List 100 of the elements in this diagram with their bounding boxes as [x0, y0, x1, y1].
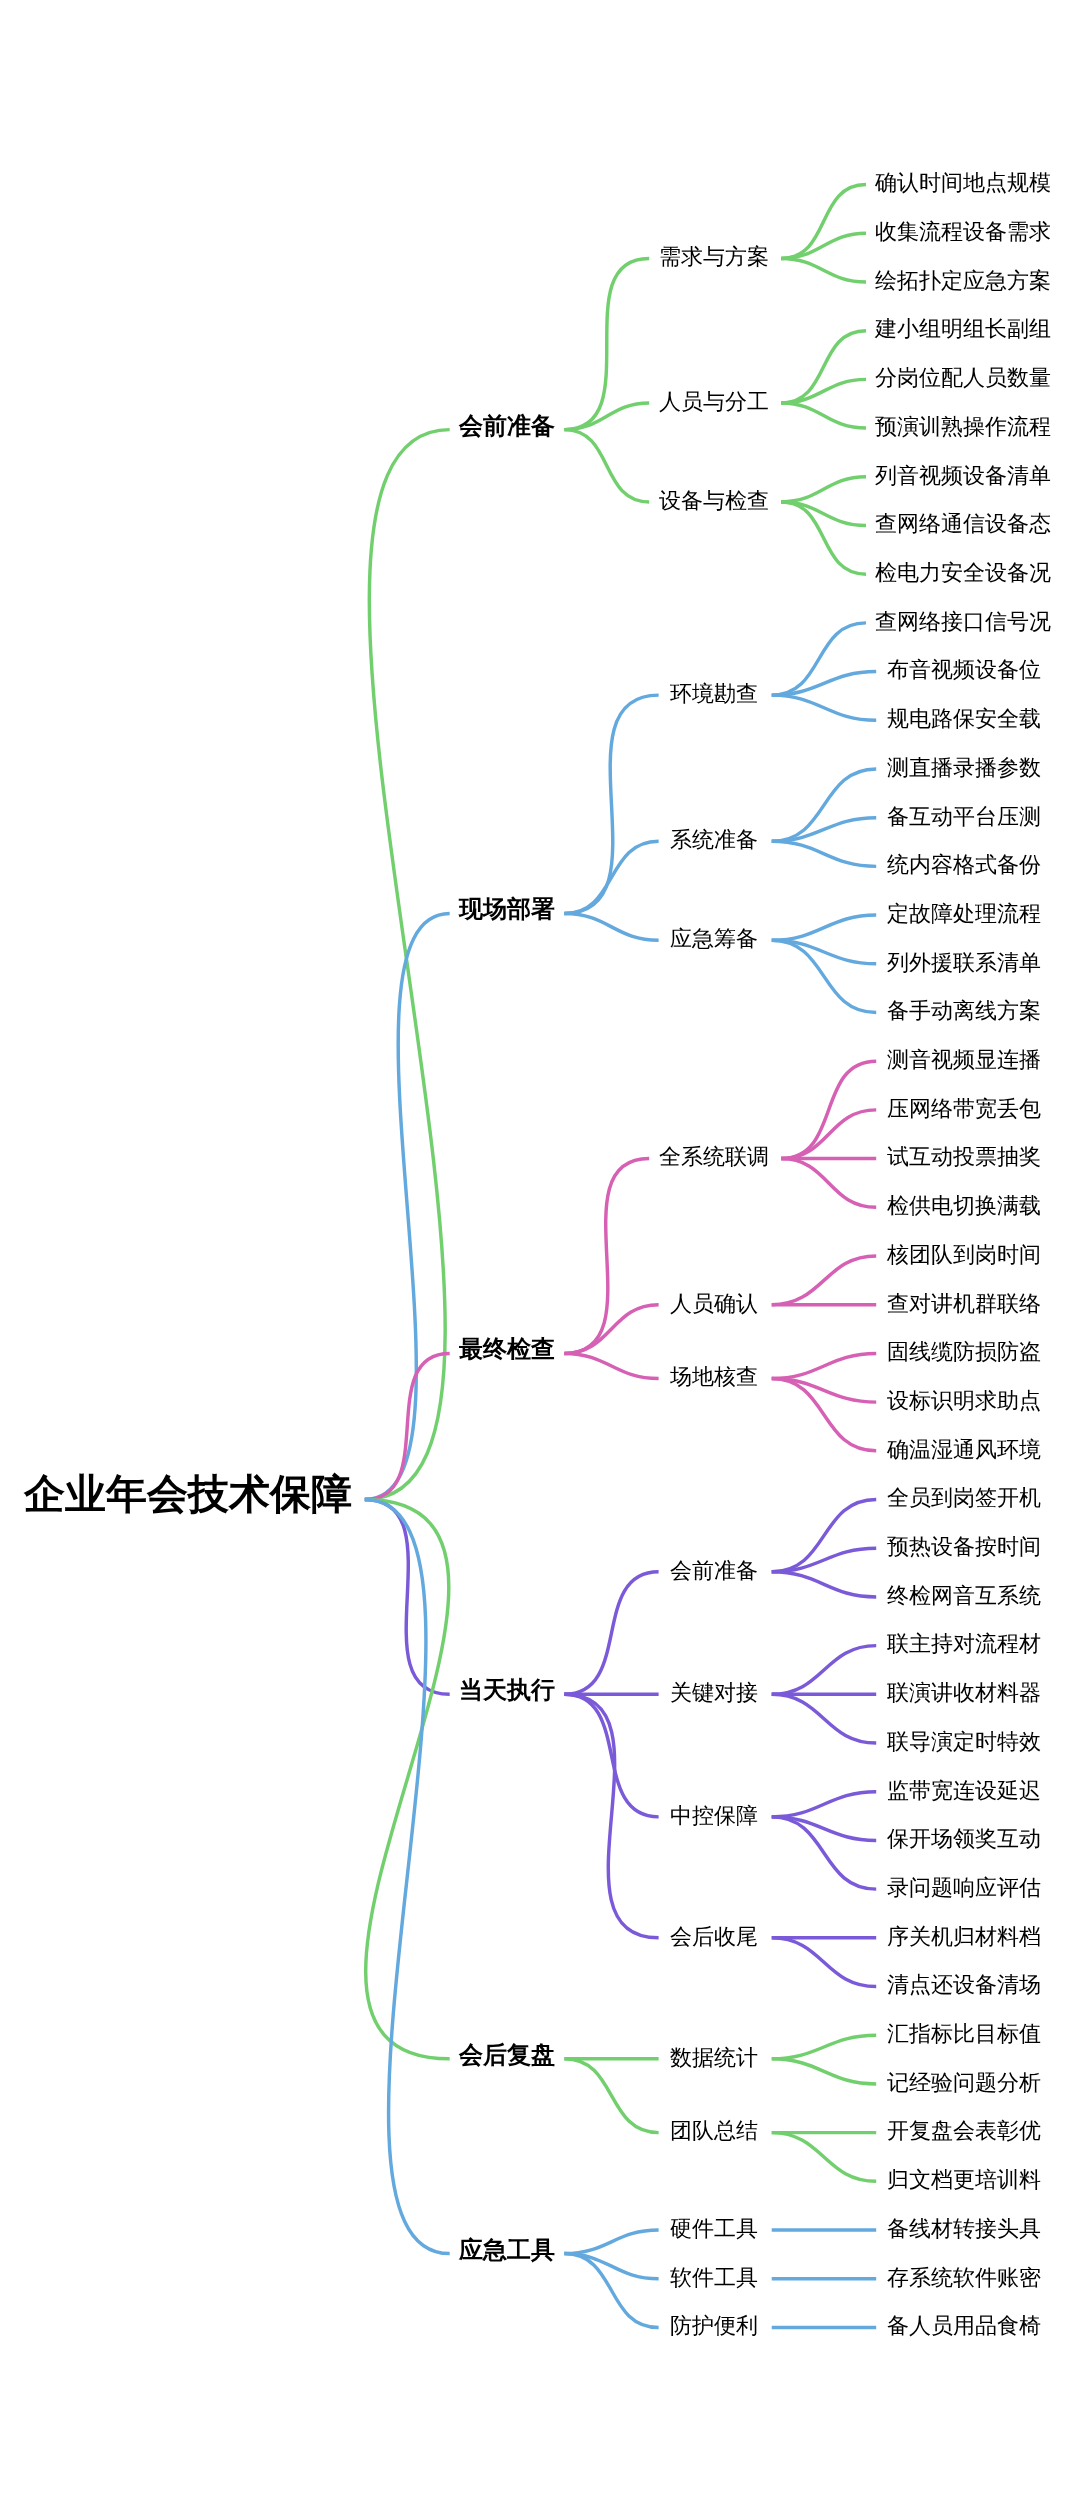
connector [771, 692, 877, 722]
connector [564, 911, 659, 942]
connector [780, 182, 867, 260]
connector [771, 2056, 877, 2086]
node-text: 备互动平台压测 [887, 803, 1042, 828]
node-text: 人员与分工 [658, 388, 769, 414]
node-text: 测直播录播参数 [887, 754, 1042, 780]
node-text: 录问题响应评估 [887, 1874, 1042, 1900]
node-text: 应急工具 [459, 2235, 556, 2264]
node-text: 中控保障 [669, 1802, 758, 1828]
node-text: 会前准备 [459, 411, 556, 440]
node-text: 试互动投票抽奖 [887, 1143, 1042, 1169]
node-text: 分岗位配人员数量 [875, 364, 1052, 390]
connector [771, 1376, 877, 1453]
node-text: 全系统联调 [658, 1143, 769, 1169]
connector [771, 1643, 877, 1696]
node-text: 检供电切换满载 [887, 1192, 1042, 1218]
node-text: 监带宽连设延迟 [887, 1777, 1042, 1803]
connector [771, 1692, 877, 1745]
connector [564, 1692, 659, 1939]
node-text: 终检网音互系统 [887, 1582, 1042, 1608]
connector [564, 1351, 659, 1380]
node-text: 现场部署 [459, 894, 556, 923]
connector [771, 815, 877, 843]
node-text: 防护便利 [669, 2312, 758, 2338]
node-text: 测音视频显连播 [887, 1046, 1042, 1072]
node-text: 环境勘查 [669, 680, 758, 706]
node-text: 开复盘会表彰优 [887, 2117, 1042, 2143]
node-text: 确温湿通风环境 [887, 1436, 1042, 1462]
node-text: 查对讲机群联络 [887, 1290, 1042, 1316]
connector [781, 256, 867, 284]
connector [781, 1156, 877, 1209]
connector [771, 938, 877, 1014]
node-text: 布音视频设备位 [887, 656, 1042, 682]
node-text: 查网络通信设备态 [875, 510, 1052, 536]
node-text: 联主持对流程材 [887, 1630, 1042, 1656]
node-text: 场地核查 [669, 1363, 758, 1389]
node-text: 应急筹备 [669, 925, 758, 951]
node-text: 团队总结 [669, 2117, 758, 2143]
connector [771, 839, 877, 868]
connector [771, 2276, 877, 2280]
node-text: 归文档更培训料 [887, 2166, 1042, 2192]
node-text: 保开场领奖互动 [887, 1825, 1042, 1851]
node-text: 序关机归材料档 [887, 1923, 1042, 1949]
connector [771, 2130, 877, 2183]
node-text: 软件工具 [669, 2264, 758, 2290]
node-text: 建小组明组长副组 [875, 315, 1052, 341]
connector [771, 1569, 877, 1599]
node-text: 确认时间地点规模 [875, 169, 1052, 195]
node-text: 会前准备 [669, 1557, 758, 1583]
node-text: 清点还设备清场 [887, 1971, 1042, 1997]
node-text: 压网络带宽丢包 [887, 1095, 1042, 1121]
connector [564, 1302, 659, 1355]
connector [771, 1253, 877, 1306]
connector [771, 1935, 877, 1988]
node-text: 数据统计 [669, 2044, 758, 2070]
node-text: 核团队到岗时间 [887, 1241, 1042, 1267]
node-text: 联导演定时特效 [887, 1728, 1042, 1754]
node-text: 规电路保安全载 [887, 705, 1042, 731]
node-text: 关键对接 [669, 1679, 758, 1705]
node-text: 预热设备按时间 [887, 1533, 1042, 1559]
node-text: 查网络接口信号况 [875, 608, 1052, 634]
node-text: 备手动离线方案 [887, 997, 1042, 1023]
node-text: 系统准备 [669, 826, 758, 852]
connector [564, 427, 650, 504]
node-text: 检电力安全设备况 [875, 559, 1052, 585]
connector [771, 1302, 877, 1306]
node-text: 人员确认 [669, 1290, 758, 1316]
node-text: 企业年会技术保障 [23, 1469, 352, 1518]
connector [781, 400, 867, 430]
connector [564, 2056, 659, 2134]
node-text: 联演讲收材料器 [887, 1679, 1042, 1705]
node-text: 汇指标比目标值 [887, 2020, 1042, 2046]
node-text: 会后复盘 [459, 2040, 556, 2069]
node-text: 列音视频设备清单 [875, 462, 1052, 488]
node-text: 备线材转接头具 [887, 2215, 1042, 2241]
node-text: 需求与方案 [658, 243, 769, 269]
connector [771, 912, 877, 942]
connector [780, 499, 867, 576]
node-text: 硬件工具 [669, 2215, 758, 2241]
connector [771, 766, 877, 843]
node-text: 会后收尾 [669, 1923, 758, 1949]
node-text: 存系统软件账密 [887, 2264, 1042, 2290]
connector [781, 231, 867, 260]
node-text: 收集流程设备需求 [875, 218, 1052, 244]
node-text: 记经验问题分析 [887, 2069, 1042, 2095]
node-text: 备人员用品食椅 [887, 2312, 1042, 2338]
node-text: 固线缆防损防盗 [887, 1338, 1042, 1364]
connector [771, 1814, 877, 1891]
connector [564, 2251, 659, 2329]
node-text: 列外援联系清单 [887, 949, 1042, 975]
node-text: 设标识明求助点 [887, 1387, 1042, 1413]
node-text: 定故障处理流程 [887, 900, 1042, 926]
node-text: 当天执行 [459, 1675, 556, 1704]
node-text: 预演训熟操作流程 [875, 413, 1052, 439]
node-text: 设备与检查 [658, 487, 769, 513]
node-text: 统内容格式备份 [887, 851, 1042, 877]
node-text: 绘拓扑定应急方案 [875, 267, 1052, 293]
connector [771, 2325, 877, 2329]
node-text: 最终检查 [459, 1334, 556, 1363]
